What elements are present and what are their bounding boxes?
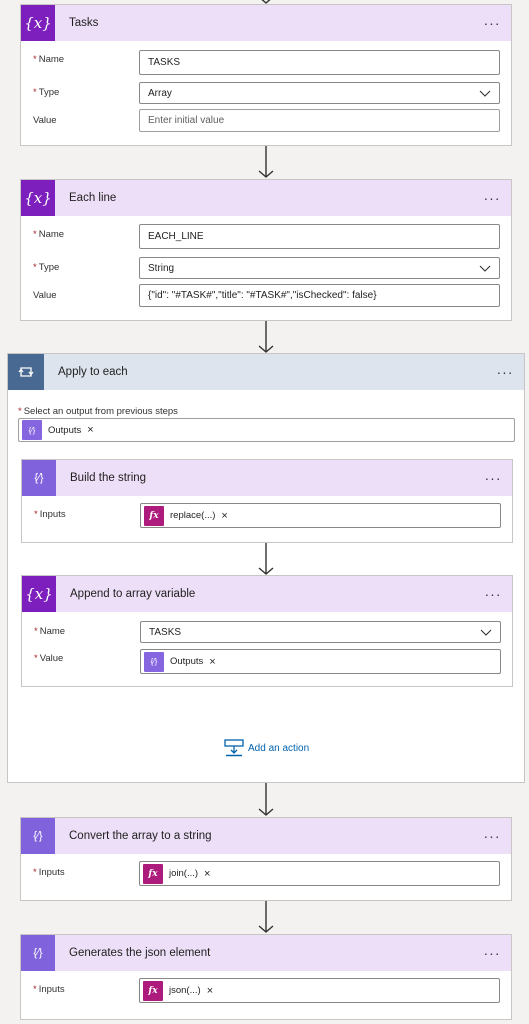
- card-header[interactable]: {x} Append to array variable ···: [22, 576, 512, 612]
- more-options-icon[interactable]: ···: [483, 190, 501, 206]
- build-string-action-card[interactable]: {⁄} Build the string ··· *Inputs fx repl…: [21, 459, 513, 543]
- remove-token-icon[interactable]: ×: [204, 867, 211, 880]
- data-operation-icon: {⁄}: [144, 651, 164, 672]
- token-label: json(...): [169, 985, 201, 996]
- type-label: *Type: [33, 262, 60, 273]
- more-options-icon[interactable]: ···: [496, 364, 514, 380]
- add-action-label: Add an action: [248, 742, 310, 754]
- token-label: replace(...): [170, 510, 216, 521]
- expression-token[interactable]: fx replace(...) ×: [144, 505, 228, 526]
- token-label: join(...): [169, 868, 199, 879]
- expression-token[interactable]: fx join(...) ×: [143, 863, 211, 884]
- more-options-icon[interactable]: ···: [483, 828, 501, 844]
- inputs-field[interactable]: fx replace(...) ×: [140, 503, 501, 528]
- convert-array-action-card[interactable]: {⁄} Convert the array to a string ··· *I…: [20, 817, 512, 901]
- inputs-label: *Inputs: [34, 509, 66, 520]
- remove-token-icon[interactable]: ×: [209, 655, 216, 668]
- card-header[interactable]: {x} Tasks ···: [21, 5, 511, 41]
- function-icon: fx: [143, 980, 163, 1001]
- more-options-icon[interactable]: ···: [484, 586, 502, 602]
- card-header[interactable]: {⁄} Convert the array to a string ···: [21, 818, 511, 854]
- connector-arrow: [261, 0, 271, 4]
- dynamic-content-token[interactable]: {⁄} Outputs ×: [22, 420, 94, 440]
- select-output-label: *Select an output from previous steps: [18, 406, 178, 417]
- value-label: *Value: [34, 653, 64, 664]
- name-dropdown[interactable]: TASKS: [140, 621, 501, 643]
- name-label: *Name: [33, 54, 65, 65]
- card-title: Append to array variable: [70, 588, 196, 600]
- card-title: Generates the json element: [69, 947, 211, 959]
- card-header[interactable]: {⁄} Generates the json element ···: [21, 935, 511, 971]
- connector-arrow: [258, 901, 274, 933]
- inputs-field[interactable]: fx json(...) ×: [139, 978, 500, 1003]
- value-input[interactable]: Enter initial value: [139, 109, 500, 132]
- generate-json-action-card[interactable]: {⁄} Generates the json element ··· *Inpu…: [20, 934, 512, 1020]
- name-field[interactable]: EACH_LINE: [139, 224, 500, 249]
- connector-arrow: [258, 321, 274, 353]
- type-value: String: [148, 262, 175, 274]
- card-title: Convert the array to a string: [69, 830, 212, 842]
- card-title: Each line: [69, 192, 117, 204]
- data-operation-icon: {⁄}: [21, 818, 55, 854]
- dynamic-content-token[interactable]: {⁄} Outputs ×: [144, 651, 216, 672]
- token-label: Outputs: [170, 656, 204, 667]
- type-dropdown[interactable]: Array: [139, 82, 500, 104]
- chevron-down-icon: [479, 265, 491, 272]
- data-operation-icon: {⁄}: [22, 460, 56, 496]
- add-action-icon: [224, 739, 244, 757]
- function-icon: fx: [144, 505, 164, 526]
- function-icon: fx: [143, 863, 163, 884]
- apply-to-each-card[interactable]: Apply to each ··· *Select an output from…: [7, 353, 525, 783]
- inputs-label: *Inputs: [33, 867, 65, 878]
- more-options-icon[interactable]: ···: [483, 15, 501, 31]
- card-title: Build the string: [70, 472, 147, 484]
- card-title: Apply to each: [58, 366, 128, 378]
- each-line-action-card[interactable]: {x} Each line ··· *Name EACH_LINE *Type …: [20, 179, 512, 321]
- card-header[interactable]: {⁄} Build the string ···: [22, 460, 512, 496]
- append-array-action-card[interactable]: {x} Append to array variable ··· *Name T…: [21, 575, 513, 687]
- inputs-field[interactable]: fx join(...) ×: [139, 861, 500, 886]
- add-action-button[interactable]: Add an action: [224, 739, 309, 757]
- more-options-icon[interactable]: ···: [484, 470, 502, 486]
- remove-token-icon[interactable]: ×: [87, 424, 94, 436]
- value-field[interactable]: {⁄} Outputs ×: [140, 649, 501, 674]
- select-output-field[interactable]: {⁄} Outputs ×: [18, 418, 515, 442]
- remove-token-icon[interactable]: ×: [206, 984, 214, 997]
- chevron-down-icon: [480, 629, 492, 636]
- value-input[interactable]: {"id": "#TASK#","title": "#TASK#","isChe…: [139, 284, 500, 307]
- expression-token[interactable]: fx json(...) ×: [143, 980, 214, 1001]
- connector-arrow: [258, 146, 274, 178]
- chevron-down-icon: [479, 90, 491, 97]
- card-header[interactable]: {x} Each line ···: [21, 180, 511, 216]
- value-label: Value: [33, 115, 57, 126]
- card-header[interactable]: Apply to each ···: [8, 354, 524, 390]
- name-value: TASKS: [149, 626, 182, 638]
- name-label: *Name: [33, 229, 65, 240]
- variable-icon: {x}: [21, 5, 55, 41]
- remove-token-icon[interactable]: ×: [221, 509, 228, 522]
- type-dropdown[interactable]: String: [139, 257, 500, 279]
- connector-arrow: [258, 543, 274, 575]
- variable-icon: {x}: [22, 576, 56, 612]
- token-label: Outputs: [48, 424, 82, 436]
- tasks-action-card[interactable]: {x} Tasks ··· *Name TASKS *Type Array Va…: [20, 4, 512, 146]
- card-title: Tasks: [69, 17, 99, 29]
- name-field[interactable]: TASKS: [139, 50, 500, 75]
- loop-icon: [8, 354, 44, 390]
- more-options-icon[interactable]: ···: [483, 945, 501, 961]
- inputs-label: *Inputs: [33, 984, 65, 995]
- value-label: Value: [33, 290, 57, 301]
- data-operation-icon: {⁄}: [22, 420, 42, 440]
- variable-icon: {x}: [21, 180, 55, 216]
- name-label: *Name: [34, 626, 66, 637]
- data-operation-icon: {⁄}: [21, 935, 55, 971]
- type-label: *Type: [33, 87, 60, 98]
- connector-arrow: [258, 783, 274, 816]
- type-value: Array: [148, 87, 172, 99]
